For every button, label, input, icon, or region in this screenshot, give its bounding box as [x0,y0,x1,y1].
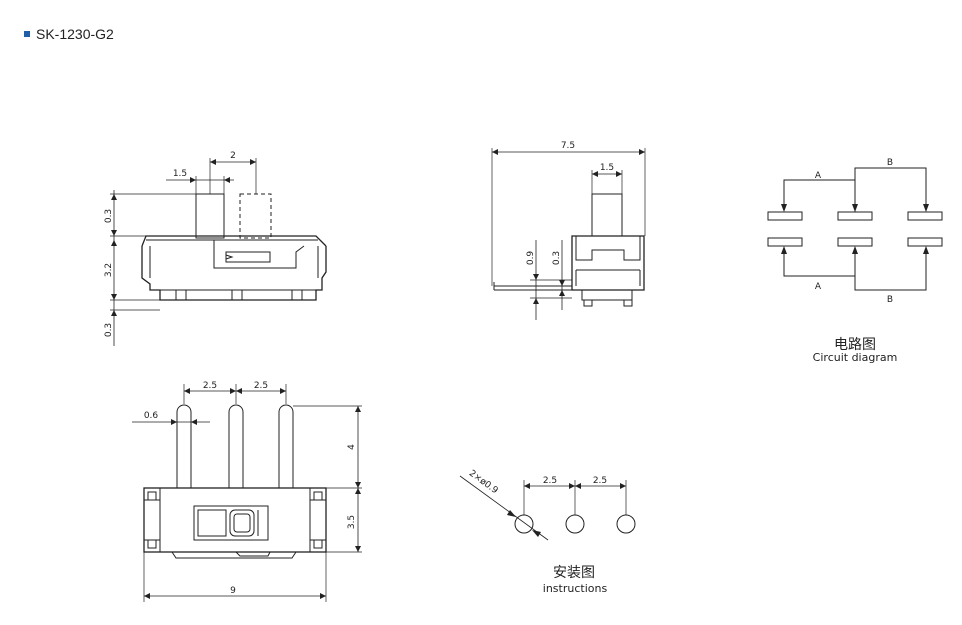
dim-height-3-2: 3.2 [104,263,114,277]
dim-pin-length: 4 [347,444,357,450]
dim-height-0-3-bottom: 0.3 [104,323,114,337]
label-a-top: A [815,171,822,181]
side-body [141,246,327,301]
dim-height-0-9: 0.9 [526,251,536,266]
install-caption-cn: 安装图 [553,565,595,581]
contact-top-right [907,211,943,221]
install-pitch-1: 2.5 [543,476,557,486]
actuator-solid [195,193,225,239]
slider-knob [229,509,255,537]
dim-pitch-2: 2.5 [254,381,268,391]
top-body [143,487,327,553]
dim-height-0-3: 0.3 [552,251,562,265]
top-view: 2.5 2.5 0.6 4 3.5 9 [132,381,362,602]
end-body [571,235,645,291]
label-a-bottom: A [815,282,822,292]
end-view: 7.5 1.5 0.9 0.3 [491,141,646,320]
dim-end-width-1-5: 1.5 [600,163,614,173]
installation-diagram: 2×ø0.9 2.5 2.5 安装图 instructions [459,469,636,595]
side-view: 0.3 3.2 0.3 1.5 2 [104,151,327,346]
dim-pitch-1: 2.5 [203,381,217,391]
hole-label: 2×ø0.9 [467,469,500,497]
dim-width-2: 2 [230,151,236,161]
dim-width-7-5: 7.5 [561,141,575,151]
bullet-icon [24,31,30,37]
hole-3 [616,514,636,534]
contact-bottom-left [767,237,803,247]
dim-body-width: 9 [230,586,236,596]
install-caption-en: instructions [543,582,608,595]
end-actuator [591,193,623,237]
pin-left [176,404,192,488]
dim-height-0-3-top: 0.3 [104,209,114,223]
top-plate [141,235,327,247]
contact-top-left [767,211,803,221]
dim-width-1-5: 1.5 [173,169,187,179]
pin-mid [228,404,244,488]
model-title: SK-1230-G2 [36,26,114,42]
actuator-dashed [239,193,272,239]
header: SK-1230-G2 [24,26,114,42]
circuit-caption-en: Circuit diagram [813,351,898,364]
circuit-diagram: A B A B 电路图 Circuit diagram [767,158,943,364]
label-b-bottom: B [887,295,893,305]
dim-pin-width: 0.6 [144,411,159,421]
contact-bottom-mid [837,237,873,247]
hole-2 [565,514,585,534]
contact-bottom-right [907,237,943,247]
dim-body-depth: 3.5 [347,515,357,529]
circuit-caption-cn: 电路图 [834,337,876,353]
contact-top-mid [837,211,873,221]
label-b-top: B [887,158,893,168]
pin-right [278,404,294,488]
install-pitch-2: 2.5 [593,476,607,486]
slider-window [193,505,269,541]
